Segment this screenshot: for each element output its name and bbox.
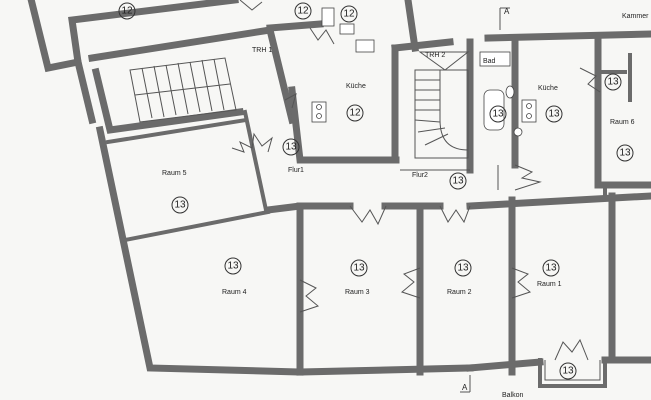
number-raum5: 13 (171, 196, 189, 214)
label-raum2: Raum 2 (447, 289, 472, 296)
section-mark-bottom: A (462, 383, 468, 392)
label-flur1: Flur1 (288, 167, 304, 174)
label-balkon: Balkon (502, 392, 524, 399)
svg-text:13: 13 (619, 148, 631, 159)
number-flur2: 13 (449, 172, 467, 190)
staircase-trh2 (414, 51, 470, 159)
label-raum4: Raum 4 (222, 289, 247, 296)
kitchen-fixtures (311, 7, 537, 123)
label-kammer: Kammer (622, 13, 649, 20)
label-raum6: Raum 6 (610, 119, 635, 126)
number-raum1: 13 (542, 259, 560, 277)
walls (27, 0, 651, 388)
svg-text:12: 12 (349, 108, 361, 119)
number-raum3: 13 (350, 259, 368, 277)
svg-text:13: 13 (545, 263, 557, 274)
room-number-circles: 12 12 12 12 13 13 13 13 13 13 13 13 13 1… (118, 2, 634, 380)
label-trh1: TRH 1 (252, 47, 272, 54)
number-kammer: 13 (604, 73, 622, 91)
number-top-left: 12 (118, 2, 136, 20)
number-flur1: 13 (282, 138, 300, 156)
svg-text:13: 13 (227, 261, 239, 272)
svg-text:13: 13 (457, 263, 469, 274)
svg-text:13: 13 (353, 263, 365, 274)
section-mark-top: A (504, 7, 510, 16)
staircase-trh1 (129, 57, 237, 123)
number-top-b: 12 (340, 5, 358, 23)
svg-text:13: 13 (548, 109, 560, 120)
svg-text:13: 13 (452, 176, 464, 187)
section-marks: A A (460, 7, 510, 393)
room-labels: TRH 1 TRH 2 Bad Kammer Küche Küche Raum … (162, 13, 649, 399)
number-raum4: 13 (224, 257, 242, 275)
label-raum5: Raum 5 (162, 170, 187, 177)
number-kueche-12: 12 (346, 104, 364, 122)
svg-text:13: 13 (285, 142, 297, 153)
number-kueche-13: 13 (545, 105, 563, 123)
number-raum6: 13 (616, 144, 634, 162)
svg-text:13: 13 (174, 200, 186, 211)
svg-text:12: 12 (121, 6, 133, 17)
label-trh2: TRH 2 (425, 52, 445, 59)
label-kueche-13: Küche (538, 85, 558, 92)
number-top-a: 12 (294, 2, 312, 20)
door-swings (231, 0, 601, 361)
svg-text:13: 13 (562, 366, 574, 377)
svg-text:12: 12 (297, 6, 309, 17)
number-raum2: 13 (454, 259, 472, 277)
label-kueche-12: Küche (346, 83, 366, 90)
svg-text:13: 13 (492, 109, 504, 120)
bath-fixtures (479, 51, 523, 137)
label-flur2: Flur2 (412, 172, 428, 179)
number-balkon: 13 (559, 362, 577, 380)
number-bad: 13 (489, 105, 507, 123)
svg-text:12: 12 (343, 9, 355, 20)
svg-text:13: 13 (607, 77, 619, 88)
label-bad: Bad (483, 58, 496, 65)
label-raum3: Raum 3 (345, 289, 370, 296)
label-raum1: Raum 1 (537, 281, 562, 288)
